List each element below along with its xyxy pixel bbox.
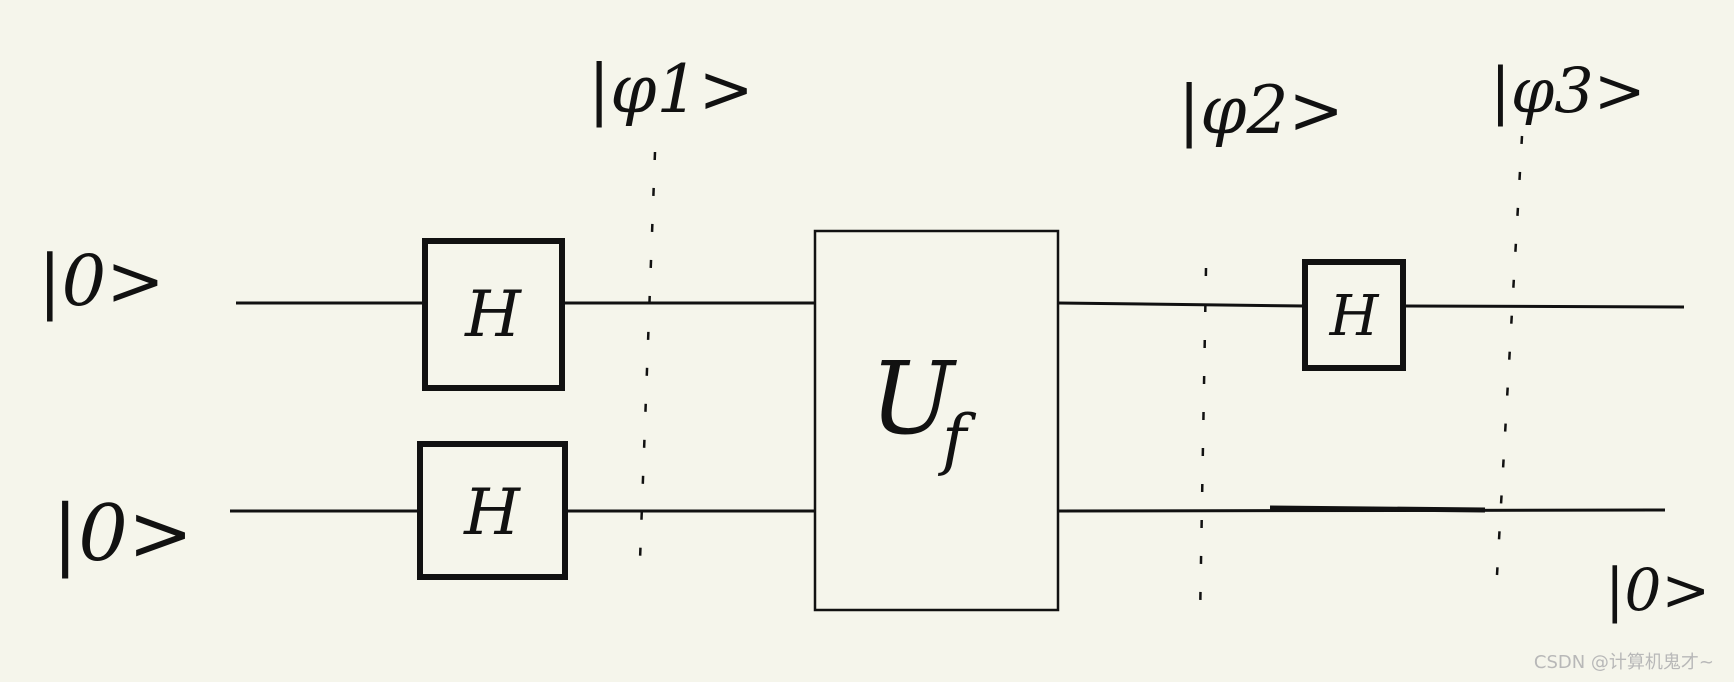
state-label-psi3: |φ3> <box>1490 54 1646 127</box>
bottom-output-label: |0> <box>1605 556 1710 624</box>
bottom-h-gate: H <box>417 441 568 580</box>
state-separator-psi1 <box>638 151 657 561</box>
state-separator-psi2 <box>1198 267 1208 621</box>
top-input-label: |0> <box>38 240 165 322</box>
state-label-psi1: |φ1> <box>588 51 754 128</box>
top-h-gate-label: H <box>464 278 522 352</box>
state-label-psi2: |φ2> <box>1178 72 1344 149</box>
oracle-label: U <box>870 340 958 457</box>
bottom-input-label: |0> <box>52 489 193 579</box>
oracle-uf-gate: U f <box>813 229 1060 612</box>
bottom-h-gate-label: H <box>463 476 521 550</box>
top-output-h-gate-label: H <box>1329 284 1380 349</box>
top-wire-output <box>1402 304 1685 309</box>
top-h-gate: H <box>422 238 565 391</box>
watermark: CSDN @计算机鬼才~ <box>1533 652 1714 673</box>
top-output-h-gate: H <box>1302 259 1406 371</box>
oracle-subscript: f <box>937 401 977 478</box>
top-wire-after-oracle <box>1057 301 1306 308</box>
state-separator-psi3 <box>1495 135 1524 576</box>
bottom-wire-thick-segment <box>1269 505 1486 513</box>
